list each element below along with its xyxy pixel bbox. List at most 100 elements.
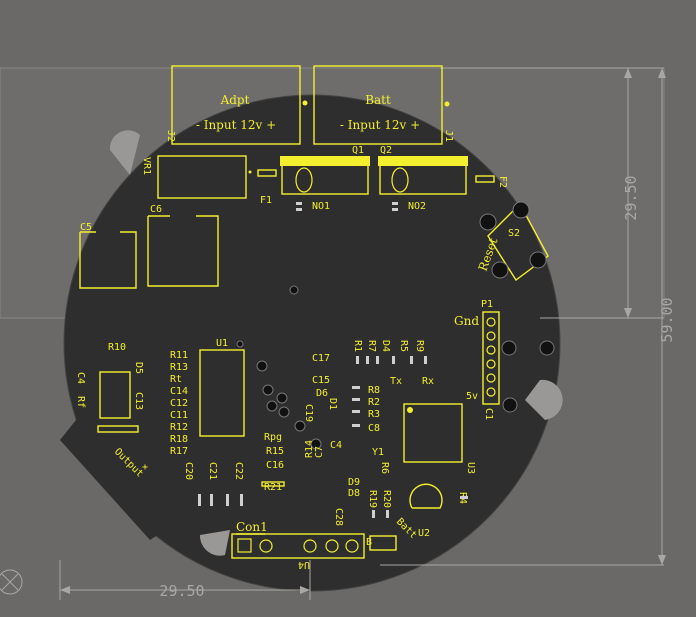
transistor-q2[interactable] (379, 163, 467, 195)
label-rt: Rt (170, 374, 182, 385)
pad (486, 373, 496, 383)
connector-battery[interactable] (313, 65, 443, 145)
smd-pad (372, 510, 375, 518)
label-r18: R18 (170, 434, 188, 445)
mount-hole (479, 213, 497, 231)
label-r12: R12 (170, 422, 188, 433)
resistor-output[interactable] (97, 425, 139, 433)
smd-pad (296, 202, 302, 205)
via (256, 360, 268, 372)
label-r5: R5 (398, 340, 409, 352)
capacitor-c5[interactable] (79, 231, 137, 289)
dim-arrow (624, 68, 632, 78)
resistor-r21[interactable] (261, 481, 285, 487)
label-r8: R8 (368, 385, 380, 396)
label-tx: Tx (390, 376, 402, 387)
mount-hole (512, 201, 530, 219)
notch-right (525, 379, 563, 420)
capacitor-c6[interactable] (147, 215, 219, 287)
label-c15: C15 (312, 375, 330, 386)
pad (486, 317, 496, 327)
via (278, 406, 290, 418)
label-u2: U2 (418, 528, 430, 539)
label-q1: Q1 (352, 145, 364, 156)
label-c8: C8 (368, 423, 380, 434)
label-s2: S2 (508, 228, 520, 239)
label-r9: R9 (414, 340, 425, 352)
label-d8: D8 (348, 488, 360, 499)
ic-u3[interactable] (403, 403, 463, 463)
pin-hole (236, 340, 244, 348)
mount-hole (501, 340, 517, 356)
pin1-dot (407, 407, 413, 413)
label-5v: 5v (466, 391, 478, 402)
label-r20: R20 (381, 490, 392, 508)
dim-vertical-large: 59.00 (658, 297, 676, 342)
smd-pad (210, 494, 213, 506)
label-p1: P1 (481, 299, 493, 310)
pin-dot (248, 170, 252, 174)
ic-u1[interactable] (199, 349, 245, 437)
label-d1: D1 (327, 398, 338, 410)
pin1-dot (444, 101, 450, 107)
fuse-f2[interactable] (475, 175, 495, 183)
label-c1: C1 (483, 408, 494, 420)
resistor-r10[interactable] (99, 371, 131, 419)
pad (486, 359, 496, 369)
smd-pad (386, 510, 389, 518)
smd-pad (392, 202, 398, 205)
label-c6: C6 (150, 204, 162, 215)
adapter-ref: J2 (165, 130, 176, 142)
label-r14: R14 (304, 440, 315, 458)
mount-hole (491, 261, 509, 279)
smd-pad (366, 356, 369, 364)
origin-marker-icon (0, 569, 23, 595)
transistor-q1[interactable] (281, 163, 369, 195)
label-c20: C20 (183, 462, 194, 480)
label-f1: F1 (260, 195, 272, 206)
via (294, 420, 306, 432)
pad (295, 167, 313, 193)
dim-arrow (60, 586, 70, 594)
dim-arrow (658, 68, 666, 78)
transistor-q2-tab (378, 156, 468, 166)
label-u3: U3 (465, 462, 476, 474)
label-r15: R15 (266, 446, 284, 457)
label-rf: Rf (75, 396, 86, 408)
pcb-board[interactable] (63, 94, 561, 592)
board-tab (60, 390, 180, 540)
plus-sign: + (142, 462, 148, 473)
fuse-f1[interactable] (257, 169, 277, 177)
pad (237, 538, 252, 553)
label-c7: C7 (314, 446, 325, 458)
pad (259, 539, 273, 553)
label-c12: C12 (170, 398, 188, 409)
connector-batt-small[interactable] (369, 535, 397, 551)
label-c5: C5 (80, 222, 92, 233)
via (262, 384, 274, 396)
header-p1[interactable] (482, 311, 500, 405)
pad (391, 167, 409, 193)
connector-adapter[interactable] (171, 65, 301, 145)
regulator-vr1[interactable] (157, 155, 247, 199)
regulator-u2[interactable] (409, 483, 443, 509)
label-d6: D6 (316, 388, 328, 399)
smd-pad (296, 208, 302, 211)
label-c21: C21 (207, 462, 218, 480)
origin-cross (1, 573, 19, 591)
dim-arrow (624, 308, 632, 318)
dim-vertical-small: 29.50 (622, 175, 640, 220)
pad (345, 539, 359, 553)
smd-pad (352, 398, 360, 401)
label-c14: C14 (170, 386, 188, 397)
label-u4: U4 (298, 559, 310, 570)
label-c13: C13 (133, 392, 144, 410)
via (310, 438, 322, 450)
mount-hole (502, 397, 518, 413)
label-c11: C11 (170, 410, 188, 421)
label-rx: Rx (422, 376, 434, 387)
smd-pad (392, 356, 395, 364)
connector-con1[interactable] (231, 533, 365, 559)
smd-pad (376, 356, 379, 364)
